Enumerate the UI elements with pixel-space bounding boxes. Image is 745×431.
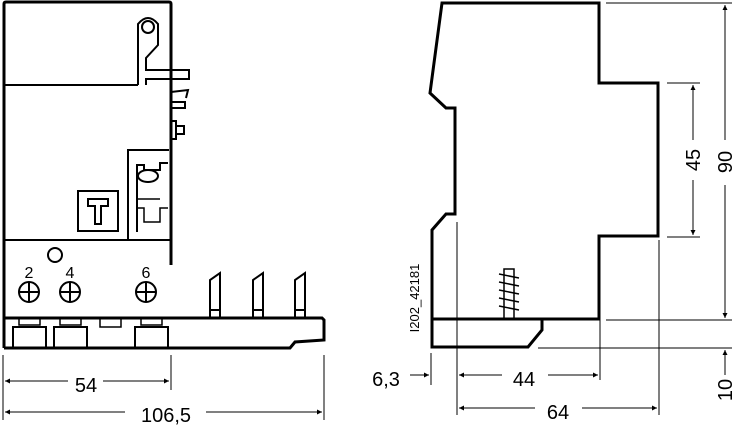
drawing-id-label: I202_42181	[407, 264, 422, 333]
test-button-icon	[77, 190, 119, 232]
terminal-label-6: 6	[142, 265, 151, 282]
dim-45: 45	[683, 149, 705, 171]
side-dimensions	[410, 2, 732, 415]
side-view	[428, 1, 660, 349]
dim-106-5: 106,5	[141, 405, 191, 427]
dim-10: 10	[715, 379, 737, 401]
front-view	[2, 0, 326, 350]
dim-6-3: 6,3	[372, 369, 400, 391]
front-dimensions	[2, 355, 325, 420]
dim-90: 90	[715, 151, 737, 173]
dim-44: 44	[513, 369, 535, 391]
dim-64: 64	[547, 402, 569, 424]
terminal-label-4: 4	[66, 265, 75, 282]
terminal-label-2: 2	[25, 265, 34, 282]
dim-54: 54	[75, 375, 97, 397]
